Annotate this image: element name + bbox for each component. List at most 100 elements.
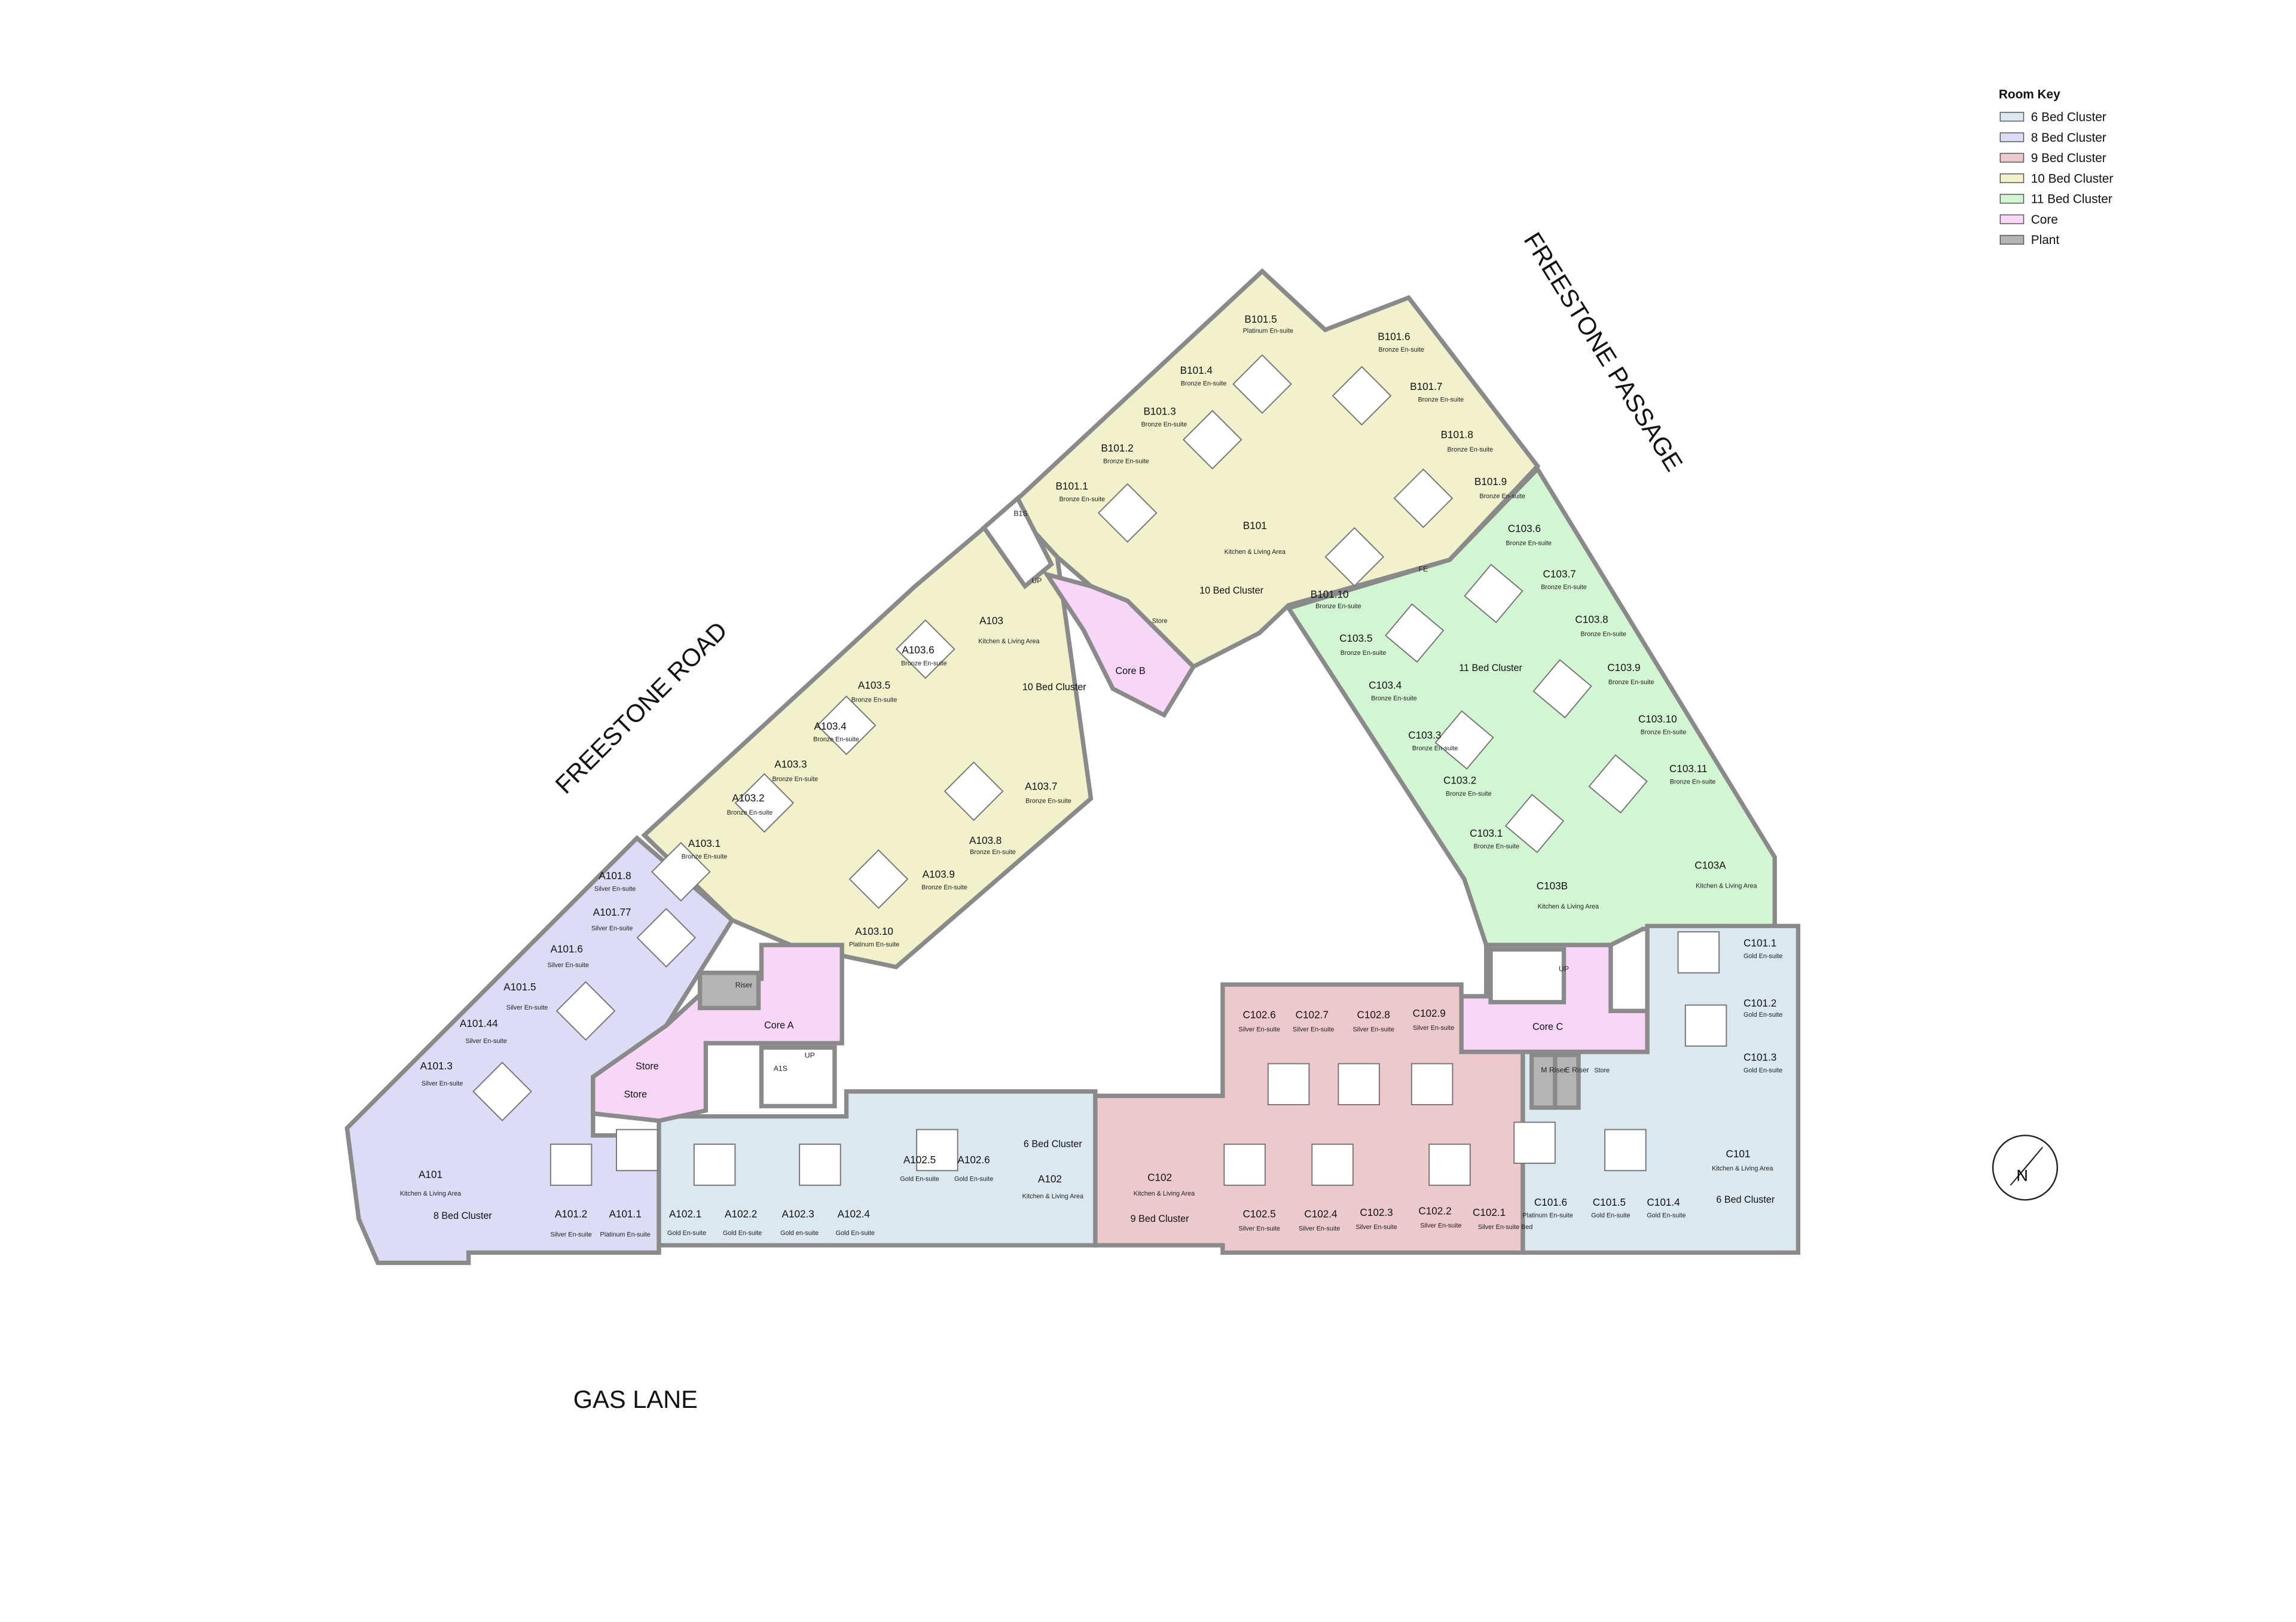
plant-riser-a (697, 970, 761, 1011)
room-number: A101.2 (555, 1208, 587, 1220)
room-type: Bronze En-suite (1378, 346, 1424, 353)
room-number: C101.1 (1744, 937, 1776, 949)
room-type: Bronze En-suite (813, 736, 859, 743)
room-type: Platinum En-suite (849, 941, 899, 949)
en-suite-pod (944, 761, 1004, 821)
room-type: Bronze En-suite (682, 853, 728, 861)
room-type: Bronze En-suite (1141, 421, 1187, 428)
en-suite-pod (1684, 1004, 1727, 1047)
legend-item-label: 11 Bed Cluster (2031, 193, 2112, 206)
en-suite-pod (693, 1144, 736, 1186)
cluster-label: 6 Bed Cluster (1024, 1139, 1083, 1150)
room-number: C101.2 (1744, 997, 1776, 1009)
room-number: A103.5 (858, 679, 890, 691)
room-type: Silver En-suite Bed (1478, 1224, 1533, 1231)
room-number: A103.6 (902, 644, 934, 656)
legend-swatch (1999, 194, 2025, 204)
legend-item-label: 6 Bed Cluster (2031, 111, 2106, 124)
room-type: Gold En-suite (1744, 1067, 1782, 1074)
room-type: Bronze En-suite (727, 809, 773, 816)
en-suite-pod (1385, 603, 1445, 663)
room-number: B101.6 (1378, 331, 1410, 343)
room-number: C102.3 (1360, 1206, 1393, 1218)
en-suite-pod (1504, 794, 1565, 853)
room-type: Bronze En-suite (772, 776, 818, 783)
store-label: Store (1152, 617, 1168, 624)
zones (344, 268, 1801, 1266)
stair-b1s-label: B1S (1013, 510, 1027, 518)
fire-extinguisher-label: FE (1419, 565, 1428, 574)
en-suite-pod (1182, 410, 1242, 470)
room-number: A101.5 (503, 981, 536, 993)
room-type: Bronze En-suite (1181, 380, 1227, 388)
room-number: C102.9 (1413, 1007, 1446, 1019)
m-riser-label: M Riser (1541, 1066, 1566, 1074)
room-number: A103.2 (732, 792, 764, 804)
en-suite-pod (636, 907, 697, 968)
room-number: A102.2 (725, 1208, 757, 1220)
room-number: A103.8 (969, 834, 1002, 846)
room-number: A103.7 (1025, 780, 1057, 792)
room-number: C102.8 (1357, 1009, 1390, 1021)
en-suite-pod (1464, 563, 1523, 624)
room-type: Silver En-suite (550, 1231, 591, 1238)
plant-e-riser (1553, 1053, 1581, 1110)
room-type: Bronze En-suite (1446, 790, 1492, 797)
road-freestone-road: FREESTONE ROAD (549, 616, 732, 799)
core-a-label: Core A (764, 1020, 794, 1031)
store-label: Store (636, 1061, 659, 1072)
room-type: Bronze En-suite (1059, 496, 1105, 503)
en-suite-pod (1338, 1063, 1380, 1105)
room-number: C101.5 (1593, 1196, 1626, 1208)
en-suite-pod (472, 1062, 532, 1121)
kitchen-type: Kitchen & Living Area (1225, 548, 1286, 556)
en-suite-pod (1232, 354, 1292, 414)
north-arrow-icon: N (1992, 1135, 2059, 1201)
en-suite-pod (651, 842, 711, 902)
cluster-label: 10 Bed Cluster (1022, 682, 1086, 693)
room-type: Gold En-suite (1744, 953, 1782, 960)
stair-a1s (759, 1045, 837, 1109)
room-number: C102.2 (1418, 1205, 1451, 1217)
room-number: A101.77 (593, 906, 631, 918)
en-suite-pod (1223, 1144, 1266, 1186)
legend-item-label: 10 Bed Cluster (2031, 172, 2114, 185)
road-freestone-passage: FREESTONE PASSAGE (1519, 227, 1689, 476)
room-type: Silver En-suite (1355, 1224, 1397, 1231)
room-number: C103.2 (1443, 775, 1476, 786)
room-type: Silver En-suite (422, 1080, 463, 1087)
room-type: Gold En-suite (1744, 1011, 1782, 1019)
room-number: C102.6 (1243, 1009, 1276, 1021)
room-number: C103.3 (1408, 729, 1441, 741)
room-type: Silver En-suite (1352, 1026, 1394, 1033)
room-type: Bronze En-suite (1315, 603, 1361, 610)
en-suite-pod (555, 981, 616, 1041)
kitchen-type: Kitchen & Living Area (1696, 883, 1757, 890)
zone-a102-6-bed (657, 1089, 1098, 1248)
kitchen-type: Kitchen & Living Area (1134, 1190, 1195, 1197)
kitchen-type: Kitchen & Living Area (1022, 1193, 1083, 1200)
room-type: Bronze En-suite (970, 849, 1016, 856)
room-number: B101.5 (1244, 313, 1277, 325)
room-type: Bronze En-suite (851, 697, 897, 704)
room-number: A102.3 (782, 1208, 814, 1220)
room-type: Gold En-suite (1647, 1212, 1686, 1219)
cluster-label: 10 Bed Cluster (1199, 585, 1263, 596)
store-label: Store (1594, 1067, 1610, 1074)
room-type: Silver En-suite (1238, 1026, 1280, 1033)
en-suite-pod (916, 1129, 958, 1172)
core-c-label: Core C (1532, 1022, 1564, 1032)
road-gas-lane: GAS LANE (573, 1385, 698, 1413)
kitchen-type: Kitchen & Living Area (978, 638, 1039, 645)
room-number: B101.1 (1056, 480, 1088, 492)
cluster-label: 6 Bed Cluster (1716, 1194, 1775, 1205)
room-number: C103.6 (1508, 522, 1541, 534)
room-type: Silver En-suite (506, 1004, 548, 1011)
en-suite-pod (1434, 710, 1494, 770)
room-type: Bronze En-suite (901, 660, 947, 667)
en-suite-pod (1324, 527, 1385, 587)
room-type: Bronze En-suite (1479, 493, 1525, 500)
room-type: Silver En-suite (1420, 1222, 1461, 1230)
